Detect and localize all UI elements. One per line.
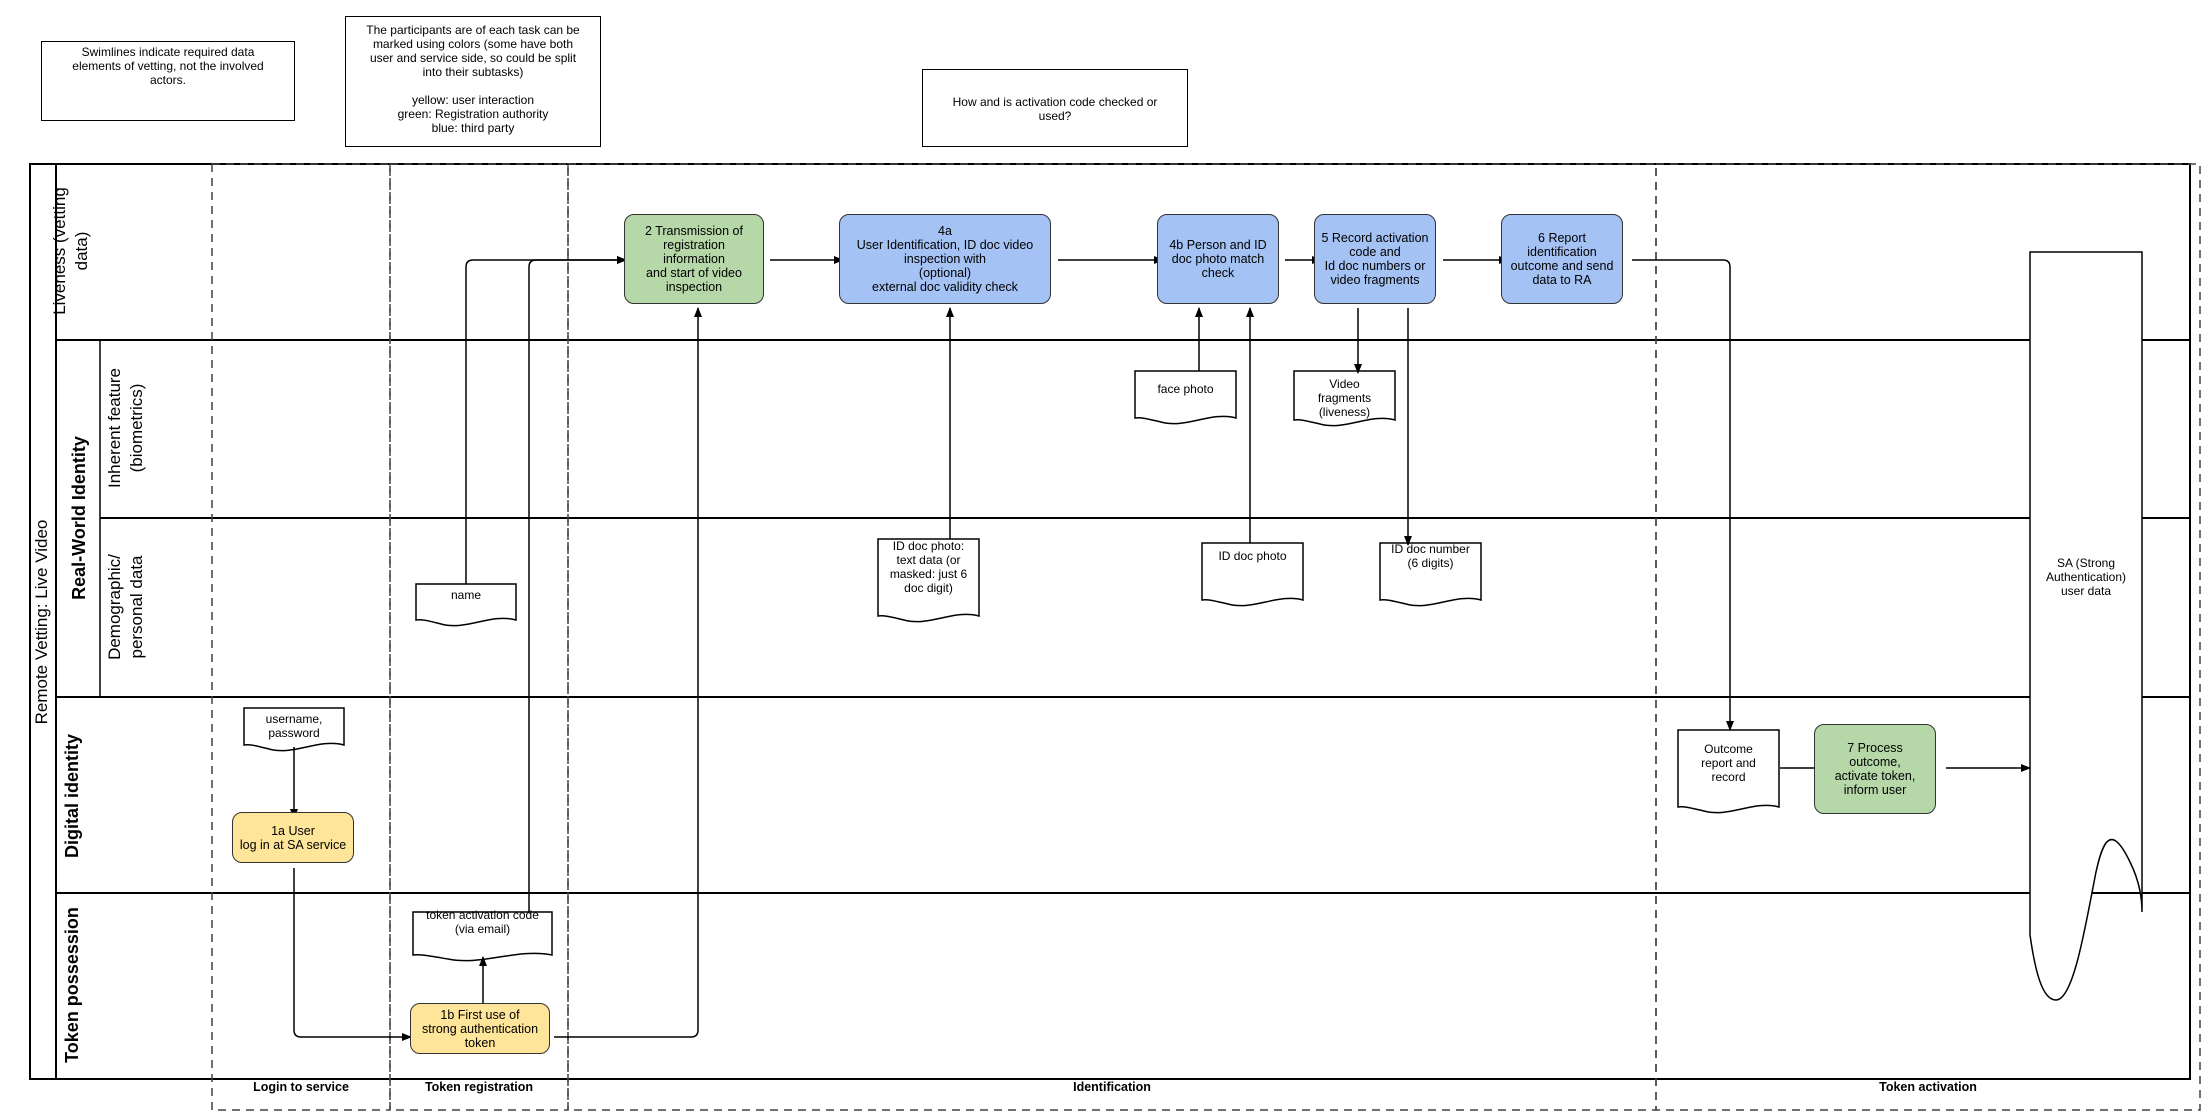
task-1b-first-token-use[interactable]: 1b First use of strong authentication to… <box>410 1003 550 1054</box>
phase-box-token-registration <box>389 163 569 1111</box>
doc-shape-id-doc-number <box>1379 542 1482 607</box>
doc-id-doc-photo-text: ID doc photo: text data (or masked: just… <box>889 539 968 595</box>
task-4a-user-identification[interactable]: 4a User Identification, ID doc video ins… <box>839 214 1051 304</box>
doc-face-photo: face photo <box>1157 382 1214 396</box>
doc-shape-token-code <box>412 911 553 962</box>
flow-6-to-outcome <box>1632 259 1734 731</box>
doc-shape-face-photo <box>1134 370 1237 425</box>
doc-id-doc-number: ID doc number (6 digits) <box>1391 542 1470 570</box>
doc-shape-outcome-report <box>1677 729 1780 814</box>
phase-label-login: Login to service <box>253 1080 349 1094</box>
datastore-label: SA (Strong Authentication) user data <box>2045 556 2127 598</box>
doc-name: name <box>450 588 482 602</box>
note-activation-question: How and is activation code checked or us… <box>922 69 1188 147</box>
task-2-transmission[interactable]: 2 Transmission of registration informati… <box>624 214 764 304</box>
lane-label-token-possession: Token possession <box>62 907 82 1063</box>
doc-shape-id-doc-photo <box>1201 542 1304 607</box>
lane-label-real-world-identity: Real-World Identity <box>69 436 89 600</box>
lane-label-demographic: Demographic/ personal data <box>105 554 146 660</box>
task-6-report-outcome[interactable]: 6 Report identification outcome and send… <box>1501 214 1623 304</box>
flow-1a-to-1b <box>293 868 412 1041</box>
pool-title: Remote Vetting: Live Video <box>32 519 51 725</box>
task-4b-photo-match[interactable]: 4b Person and ID doc photo match check <box>1157 214 1279 304</box>
doc-token-activation-code: token activation code (via email) <box>426 908 539 936</box>
phase-label-token-registration: Token registration <box>424 1080 534 1094</box>
phase-label-identification: Identification <box>1073 1080 1151 1094</box>
flow-1b-to-2 <box>554 307 702 1038</box>
doc-outcome-report: Outcome report and record <box>1701 742 1756 784</box>
doc-video-fragments: Video fragments (liveness) <box>1317 377 1372 419</box>
flow-name-to-2 <box>465 256 627 584</box>
doc-id-doc-photo: ID doc photo <box>1218 549 1287 563</box>
lane-label-liveness: Liveness (vetting data) <box>50 187 91 315</box>
datastore-sa-user-data <box>2029 251 2143 1001</box>
task-7-process-outcome[interactable]: 7 Process outcome, activate token, infor… <box>1814 724 1936 814</box>
phase-box-login <box>211 163 391 1111</box>
note-swimlines: Swimlines indicate required data element… <box>41 41 295 121</box>
doc-shape-username <box>243 707 345 752</box>
doc-username-password: username, password <box>265 712 323 740</box>
phase-box-token-activation <box>1655 163 2201 1111</box>
doc-shape-video-fragments <box>1293 370 1396 427</box>
doc-shape-id-doc-photo-text <box>877 538 980 623</box>
note-participants-colors: The participants are of each task can be… <box>345 16 601 147</box>
task-1a-user-login[interactable]: 1a User log in at SA service <box>232 812 354 863</box>
doc-shape-name <box>415 583 517 627</box>
lane-label-digital-identity: Digital identity <box>62 734 82 859</box>
phase-label-token-activation: Token activation <box>1879 1080 1977 1094</box>
flow-token-code-to-2 <box>528 256 627 912</box>
lane-label-inherent: Inherent feature (biometrics) <box>105 367 146 489</box>
phase-box-identification <box>567 163 1657 1111</box>
task-5-record-activation[interactable]: 5 Record activation code and Id doc numb… <box>1314 214 1436 304</box>
pool-border <box>29 163 2191 1080</box>
